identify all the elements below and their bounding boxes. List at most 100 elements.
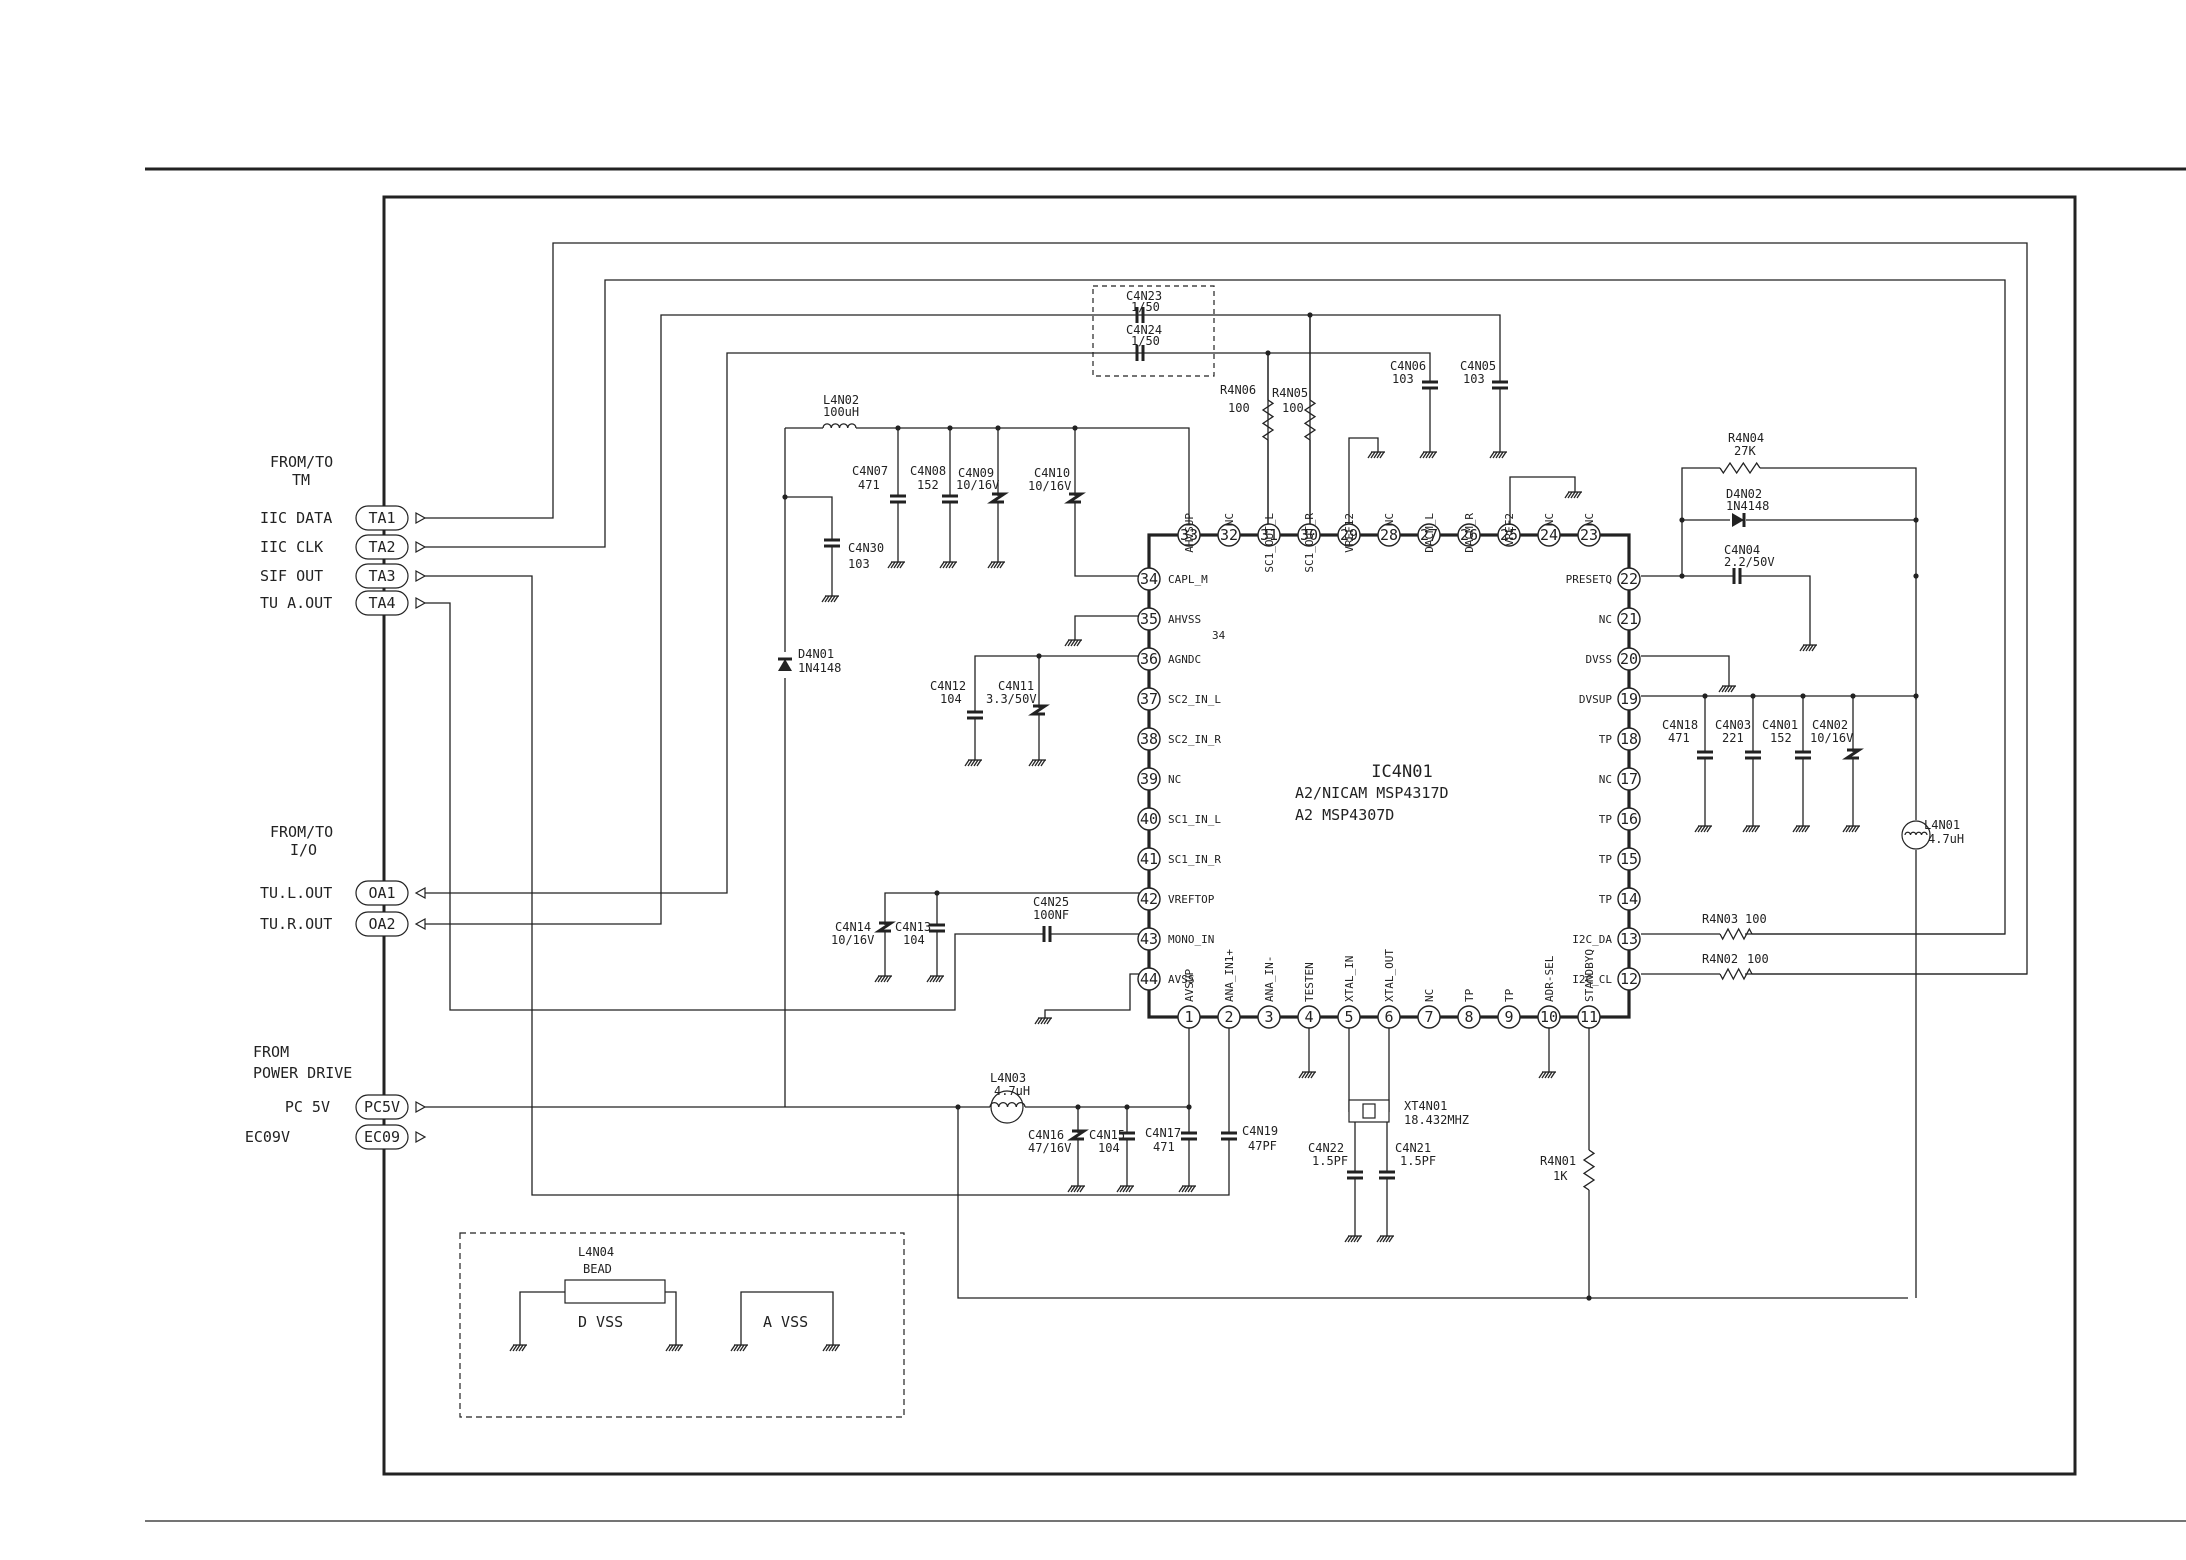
ground-hatch bbox=[1567, 491, 1573, 499]
ground-hatch bbox=[1388, 1235, 1394, 1243]
ground-hatch bbox=[512, 1344, 518, 1352]
ground-symbol bbox=[1298, 1071, 1316, 1079]
pin-label: VREF12 bbox=[1343, 513, 1356, 553]
ic-pin-34: 34 bbox=[1137, 567, 1161, 591]
ground-hatch bbox=[1307, 1071, 1313, 1079]
ground-hatch bbox=[1842, 825, 1848, 833]
ic-pin-20: 20 bbox=[1617, 647, 1641, 671]
pin-label: AHVSUP bbox=[1183, 513, 1196, 553]
ground-hatch bbox=[929, 975, 935, 983]
capacitor-C4N10 bbox=[1064, 492, 1086, 504]
ground-hatch bbox=[1040, 759, 1046, 767]
ground-hatch bbox=[674, 1344, 680, 1352]
wire bbox=[1044, 973, 1149, 1018]
ground-hatch bbox=[1706, 825, 1712, 833]
group-title: FROM/TO bbox=[270, 823, 333, 841]
ground-symbol bbox=[1067, 1185, 1085, 1193]
ic-pin-27: 27 bbox=[1417, 523, 1441, 547]
ground-hatch bbox=[1745, 825, 1751, 833]
ground-hatch bbox=[951, 561, 957, 569]
junction-dot bbox=[1913, 693, 1919, 699]
ref-R4N01: R4N01 bbox=[1540, 1154, 1576, 1168]
pin-circle bbox=[1617, 847, 1641, 871]
ground-hatch bbox=[935, 975, 941, 983]
ic-pin-39: 39 bbox=[1137, 767, 1161, 791]
signal-label: TU.R.OUT bbox=[260, 915, 332, 933]
capacitor-C4N12 bbox=[967, 710, 983, 720]
ground-hatch bbox=[830, 595, 836, 603]
ground-hatch bbox=[1564, 491, 1570, 499]
ic-pin-19: 19 bbox=[1617, 687, 1641, 711]
ground-hatch bbox=[1501, 451, 1507, 459]
ground-hatch bbox=[945, 561, 951, 569]
tag-outline bbox=[355, 505, 409, 531]
ground-symbol bbox=[1028, 759, 1046, 767]
junction-dot bbox=[1800, 693, 1806, 699]
ferrite-ring bbox=[990, 1090, 1024, 1124]
pin-circle bbox=[1257, 1005, 1281, 1029]
ic-pin-42: 42 bbox=[1137, 887, 1161, 911]
resistor-R4N05 bbox=[1303, 399, 1317, 441]
ground-symbol bbox=[1064, 639, 1082, 647]
ground-symbol bbox=[822, 1344, 840, 1352]
pin-circle bbox=[1617, 647, 1641, 671]
ic-pin-22: 22 bbox=[1617, 567, 1641, 591]
ic-pin-37: 37 bbox=[1137, 687, 1161, 711]
capacitor-C4N04 bbox=[1732, 568, 1742, 584]
ground-symbol bbox=[887, 561, 905, 569]
pin-circle bbox=[1497, 1005, 1521, 1029]
ground-hatch bbox=[1385, 1235, 1391, 1243]
pin-number: 20 bbox=[1620, 650, 1638, 668]
ground-hatch bbox=[1122, 1185, 1128, 1193]
ic-pin-33: 33 bbox=[1177, 523, 1201, 547]
ground-hatch bbox=[987, 561, 993, 569]
pin-label: TP bbox=[1463, 988, 1476, 1002]
connector-EC09: EC09 bbox=[355, 1124, 409, 1150]
ground-hatch bbox=[1547, 1071, 1553, 1079]
crystal-element bbox=[1362, 1103, 1376, 1119]
ground-hatch bbox=[1748, 825, 1754, 833]
connector-arrow bbox=[415, 596, 427, 610]
pin-number: 33 bbox=[1180, 526, 1198, 544]
tag-label: OA1 bbox=[368, 884, 395, 902]
pin-number: 24 bbox=[1540, 526, 1558, 544]
val-R4N04: 27K bbox=[1734, 444, 1756, 458]
val-C4N07: 471 bbox=[858, 478, 880, 492]
legend-dvss: D VSS bbox=[578, 1313, 623, 1331]
pin-label: XTAL_IN bbox=[1343, 956, 1356, 1002]
ground-symbol bbox=[1419, 451, 1437, 459]
ic-ref: IC4N01 bbox=[1371, 762, 1432, 782]
capacitor-C4N15 bbox=[1119, 1131, 1135, 1141]
wire bbox=[856, 427, 1190, 535]
ic-pin-5: 5 bbox=[1337, 1005, 1361, 1029]
wire bbox=[425, 575, 1230, 1196]
pin-label: TP bbox=[1599, 813, 1613, 826]
capacitor-C4N08 bbox=[942, 494, 958, 504]
ground-hatch bbox=[1128, 1185, 1134, 1193]
ground-hatch bbox=[1034, 759, 1040, 767]
pin-label: SC1_IN_L bbox=[1168, 813, 1221, 826]
pin-number: 36 bbox=[1140, 650, 1158, 668]
ic-pin-43: 43 bbox=[1137, 927, 1161, 951]
ground-hatch bbox=[1489, 451, 1495, 459]
pin-circle bbox=[1617, 607, 1641, 631]
pin-label: NC bbox=[1599, 613, 1612, 626]
ecap-shape bbox=[1842, 748, 1864, 760]
pin-note: 34 bbox=[1212, 629, 1226, 642]
diode-body bbox=[778, 659, 792, 671]
pin-number: 40 bbox=[1140, 810, 1158, 828]
pin-number: 28 bbox=[1380, 526, 1398, 544]
ref-C4N25: C4N25 bbox=[1033, 895, 1069, 909]
pin-circle bbox=[1177, 1005, 1201, 1029]
ground-hatch bbox=[1550, 1071, 1556, 1079]
ground-hatch bbox=[668, 1344, 674, 1352]
ground-symbol bbox=[1799, 644, 1817, 652]
wire-iic-clk bbox=[425, 279, 2006, 935]
tag-outline bbox=[355, 1094, 409, 1120]
ground-hatch bbox=[509, 1344, 515, 1352]
pin-circle bbox=[1617, 767, 1641, 791]
ref-C4N22: C4N22 bbox=[1308, 1141, 1344, 1155]
val-C4N12: 104 bbox=[940, 692, 962, 706]
connector-TA1: TA1 bbox=[355, 505, 409, 531]
ground-hatch bbox=[1805, 644, 1811, 652]
